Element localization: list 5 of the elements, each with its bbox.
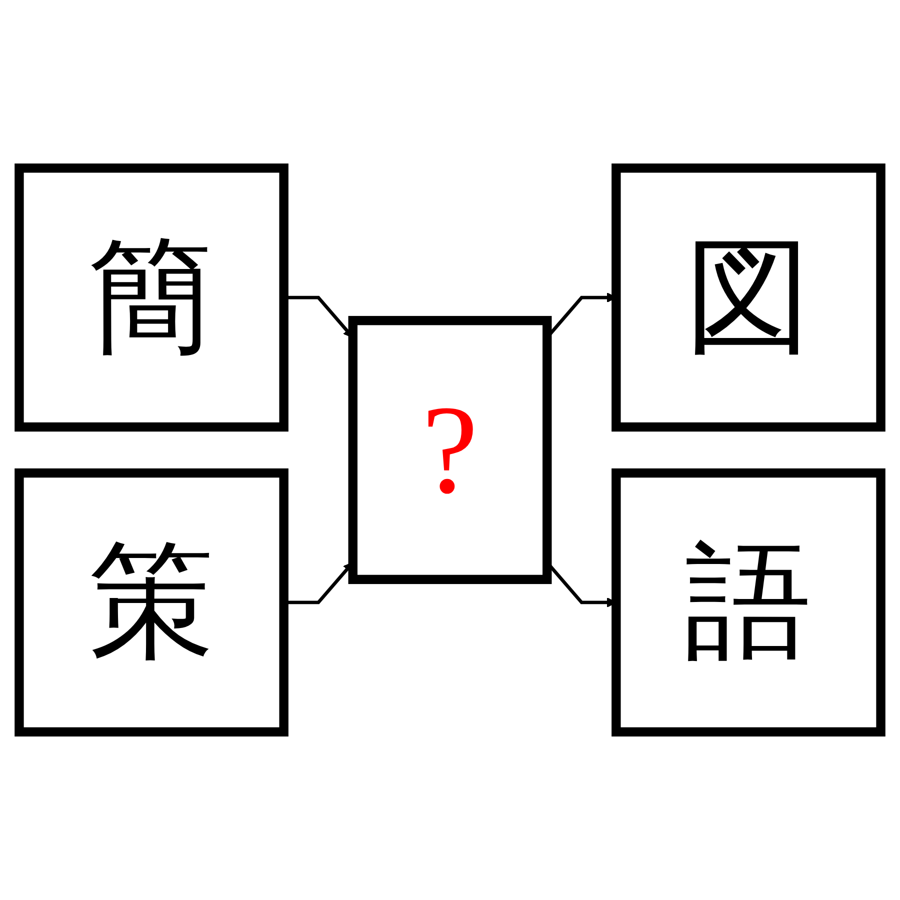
node-box: 図 bbox=[612, 164, 886, 432]
node-box: 語 bbox=[612, 468, 886, 736]
node-box: ? bbox=[348, 316, 552, 584]
node-box: 策 bbox=[14, 468, 288, 736]
node-box: 簡 bbox=[14, 164, 288, 432]
